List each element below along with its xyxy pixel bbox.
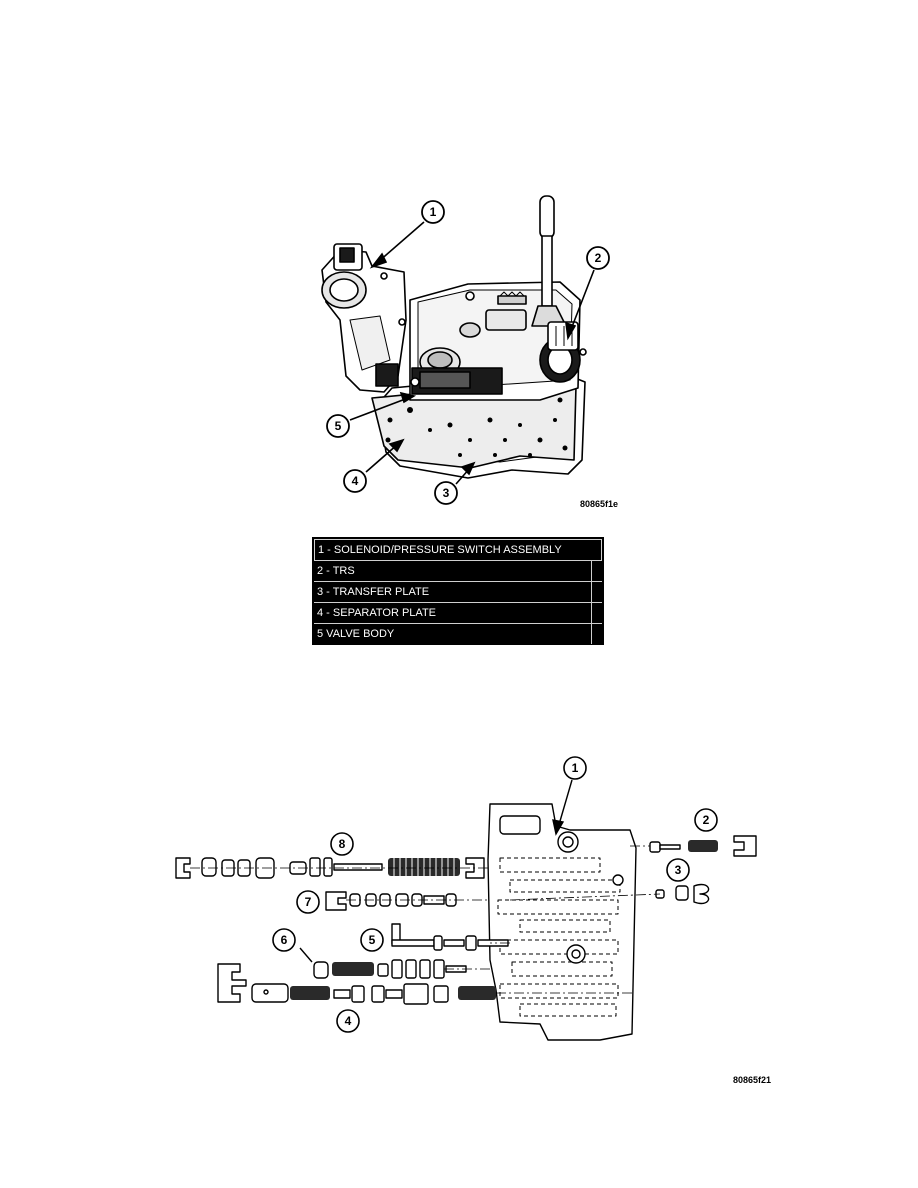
svg-text:5: 5 <box>335 419 342 433</box>
fig2-callout-6: 6 <box>272 928 296 952</box>
svg-text:8: 8 <box>339 837 346 851</box>
legend-text: 3 - TRANSFER PLATE <box>317 586 430 598</box>
fig1-callout-1: 1 <box>421 200 445 224</box>
legend-divider <box>591 582 592 602</box>
fig1-callout-2: 2 <box>586 246 610 270</box>
fig2-callout-8: 8 <box>330 832 354 856</box>
legend-text: 5 VALVE BODY <box>317 628 395 640</box>
fig1-callout-4: 4 <box>343 469 367 493</box>
legend-divider <box>591 603 592 623</box>
svg-text:3: 3 <box>675 863 682 877</box>
legend-row: 4 - SEPARATOR PLATE <box>314 603 602 624</box>
fig2-callout-4: 4 <box>336 1009 360 1033</box>
legend-row: 1 - SOLENOID/PRESSURE SWITCH ASSEMBLY <box>314 539 602 561</box>
legend-divider <box>591 624 592 644</box>
svg-text:5: 5 <box>369 933 376 947</box>
fig2-callout-1: 1 <box>563 756 587 780</box>
valve-body-exploded-illustration <box>175 803 757 1041</box>
legend-text: 1 - SOLENOID/PRESSURE SWITCH ASSEMBLY <box>318 544 562 556</box>
svg-text:2: 2 <box>595 251 602 265</box>
fig2-callout-5: 5 <box>360 928 384 952</box>
fig1-figure-id: 80865f1e <box>580 499 618 509</box>
fig1-callout-5: 5 <box>326 414 350 438</box>
svg-text:1: 1 <box>572 761 579 775</box>
svg-text:7: 7 <box>305 895 312 909</box>
svg-text:3: 3 <box>443 486 450 500</box>
legend-row: 2 - TRS <box>314 561 602 582</box>
svg-text:6: 6 <box>281 933 288 947</box>
legend-row: 5 VALVE BODY <box>314 624 602 644</box>
fig2-callout-7: 7 <box>296 890 320 914</box>
legend-text: 2 - TRS <box>317 565 355 577</box>
fig1-legend-table: 1 - SOLENOID/PRESSURE SWITCH ASSEMBLY 2 … <box>312 537 604 645</box>
legend-divider <box>591 561 592 581</box>
fig2-figure-id: 80865f21 <box>733 1075 771 1085</box>
legend-text: 4 - SEPARATOR PLATE <box>317 607 436 619</box>
svg-text:1: 1 <box>430 205 437 219</box>
fig2-callout-2: 2 <box>694 808 718 832</box>
svg-text:4: 4 <box>345 1014 352 1028</box>
svg-text:4: 4 <box>352 474 359 488</box>
svg-text:2: 2 <box>703 813 710 827</box>
fig1-callout-3: 3 <box>434 481 458 505</box>
fig2-callout-3: 3 <box>666 858 690 882</box>
legend-row: 3 - TRANSFER PLATE <box>314 582 602 603</box>
